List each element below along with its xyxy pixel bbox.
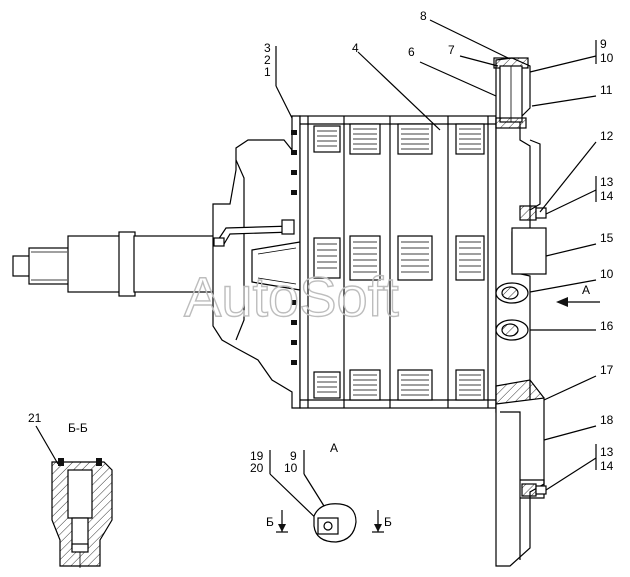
- section-b-b: 21 Б-Б: [28, 411, 113, 568]
- callout-2: 2: [264, 53, 271, 67]
- plug-12-head: [535, 207, 547, 219]
- callout-12: 12: [600, 129, 614, 143]
- tube-fitting: [213, 237, 225, 247]
- leader-lines: [275, 19, 597, 491]
- watermark: AutoSoft: [184, 265, 399, 328]
- rim-teeth: [291, 130, 297, 365]
- callout-10: 10: [600, 51, 614, 65]
- callouts: 3 2 1 4 6 7 8 9 10 11 12 13 14 15 10 16 …: [264, 9, 614, 473]
- callout-6: 6: [408, 45, 415, 59]
- housing-inner: [235, 159, 245, 341]
- callout-18: 18: [600, 413, 614, 427]
- callout-16: 16: [600, 319, 614, 333]
- disc-pack-top: [313, 123, 485, 155]
- rear-cover: [493, 57, 547, 413]
- shaft-end: [12, 255, 32, 277]
- callout-14: 14: [600, 189, 614, 203]
- section-title: Б-Б: [68, 421, 88, 435]
- plug-13-14: [521, 483, 537, 497]
- tube-nut: [281, 219, 295, 235]
- callout-19: 19: [250, 449, 264, 463]
- callout-21: 21: [28, 411, 42, 425]
- callout-4: 4: [352, 41, 359, 55]
- callout-10: 10: [600, 267, 614, 281]
- callout-10: 10: [284, 461, 298, 475]
- callout-1: 1: [264, 65, 271, 79]
- shaft-journal: [67, 235, 121, 293]
- callout-11: 11: [600, 83, 613, 97]
- callout-13: 13: [600, 445, 614, 459]
- callout-13: 13: [600, 175, 614, 189]
- shaft-spline: [28, 247, 70, 285]
- shaft: [12, 231, 215, 297]
- view-arrow-label: А: [582, 283, 590, 297]
- plug-12: [519, 205, 537, 221]
- disc-pack-bottom: [313, 369, 485, 401]
- cover-boss: [511, 227, 547, 275]
- view-a-title: А: [330, 441, 338, 455]
- view-a: А 19 20 9 10 Б Б: [250, 441, 392, 543]
- callout-3: 3: [264, 41, 271, 55]
- callout-7: 7: [448, 43, 455, 57]
- front-housing: [212, 115, 301, 409]
- cut-label-left: Б: [266, 515, 274, 529]
- valve-seat: [495, 117, 527, 129]
- disc-pack-middle: [313, 235, 485, 281]
- view-a-arrow: А: [556, 283, 600, 307]
- lower-cover: [495, 397, 547, 567]
- callout-15: 15: [600, 231, 614, 245]
- callout-20: 20: [250, 461, 264, 475]
- callout-17: 17: [600, 363, 614, 377]
- clutch-body: [299, 115, 497, 409]
- callout-9: 9: [600, 37, 607, 51]
- callout-8: 8: [420, 9, 427, 23]
- cut-label-right: Б: [384, 515, 392, 529]
- hub-detail: [257, 247, 297, 285]
- view-a-nut: [317, 517, 339, 535]
- section-bore: [67, 469, 93, 519]
- shaft-collar: [118, 231, 136, 297]
- cover-rib: [529, 139, 541, 211]
- callout-14: 14: [600, 459, 614, 473]
- callout-9: 9: [290, 449, 297, 463]
